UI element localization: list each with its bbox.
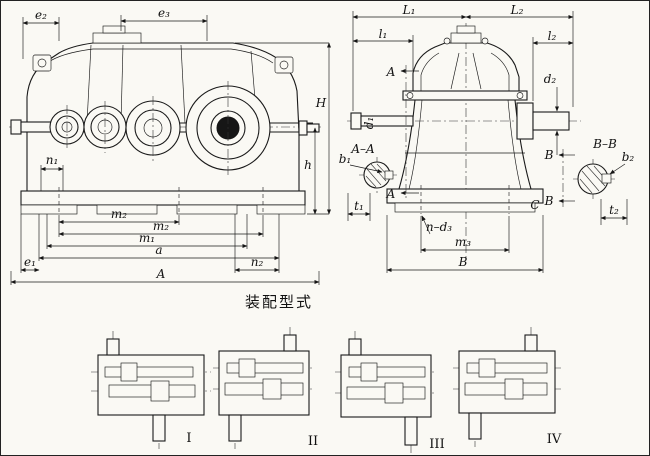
bearing-boss <box>516 102 534 140</box>
output-shaft-collar <box>298 120 308 136</box>
section-b-top-label: B <box>544 148 554 162</box>
cap-outline <box>412 42 520 91</box>
dim-label-n2: n₂ <box>251 255 264 269</box>
variant-1-top-shaft <box>106 338 120 356</box>
bolt-callout-label: n–d₃ <box>426 220 452 234</box>
dim-label-d2: d₂ <box>544 72 557 86</box>
section-aa-detail: A–A b₁ t₁ <box>339 142 397 221</box>
variant-1-label: I <box>186 431 191 446</box>
front-view: e₂ e₃ H h n₁ m₂ m₂ m₁ a e₁ n₂ A <box>9 6 332 285</box>
input-shaft-nut-side <box>350 112 362 130</box>
dim-label-m2-upper: m₂ <box>111 207 127 221</box>
base-flange <box>20 190 306 206</box>
dim-label-t2: t₂ <box>609 203 619 217</box>
dim-label-L1: L₁ <box>402 3 416 17</box>
variant-2: II <box>213 327 318 449</box>
variant-1-bottom-shaft <box>152 414 166 442</box>
dim-label-a: a <box>155 243 162 257</box>
variant-4: IV <box>453 327 562 447</box>
variant-4-label: IV <box>547 432 562 447</box>
variant-3: III <box>335 331 445 453</box>
input-shaft-nut <box>10 119 22 135</box>
assembly-caption: 装配型式 <box>245 293 313 311</box>
variant-4-bottom-shaft <box>468 412 482 440</box>
dim-label-B: B <box>458 255 468 269</box>
variant-2-label: II <box>308 434 318 449</box>
variant-2-bottom-shaft <box>228 414 242 442</box>
dim-label-b2: b₂ <box>622 150 635 164</box>
split-flange <box>402 90 528 101</box>
dim-label-t1: t₁ <box>354 199 364 213</box>
section-a-bottom-label: A <box>386 187 396 201</box>
section-aa-title: A–A <box>350 142 375 156</box>
output-shaft <box>306 123 320 133</box>
dim-label-m1: m₁ <box>139 231 155 245</box>
section-bb-detail: B–B b₂ t₂ <box>573 137 634 225</box>
side-base-flange <box>386 188 544 204</box>
dim-label-L2: L₂ <box>510 3 524 17</box>
cap-top-boss <box>450 32 482 44</box>
dim-label-e3: e₃ <box>158 6 170 20</box>
housing-top-inner <box>46 48 274 64</box>
datum-c-label: C <box>530 198 539 212</box>
dim-label-l1: l₁ <box>379 27 388 41</box>
output-shaft-stub <box>532 111 570 131</box>
shaft-bores <box>49 85 271 171</box>
dim-label-e2: e₂ <box>35 8 47 22</box>
input-shaft-stub <box>360 115 414 127</box>
dim-label-d1: d₁ <box>362 117 376 130</box>
side-view: L₁ L₂ l₁ l₂ d₂ d₁ A A A–A b₁ <box>339 3 634 273</box>
inspection-cover <box>92 32 142 44</box>
section-bb-title: B–B <box>592 137 617 151</box>
keyway-aa <box>384 170 394 180</box>
dim-label-m3: m₃ <box>455 235 471 249</box>
dim-label-h: h <box>304 158 312 172</box>
section-b-bottom-label: B <box>544 194 554 208</box>
dim-label-A: A <box>156 267 166 281</box>
vent-plug <box>102 25 126 34</box>
cap-bolt-left-icon <box>443 37 451 45</box>
variant-3-label: III <box>429 437 444 452</box>
dim-label-b1: b₁ <box>339 152 352 166</box>
variant-1: I <box>91 331 211 449</box>
dim-label-n1: n₁ <box>46 153 59 167</box>
variant-4-top-shaft <box>524 334 538 352</box>
keyway-bb <box>601 173 612 184</box>
lug-bolt-left-icon <box>37 58 47 68</box>
dim-label-e1: e₁ <box>24 255 36 269</box>
lug-bolt-right-icon <box>279 60 289 70</box>
variant-2-top-shaft <box>283 334 297 352</box>
dim-label-l2: l₂ <box>548 29 557 43</box>
variant-3-top-shaft <box>348 338 362 356</box>
dim-label-m2-lower: m₂ <box>153 219 169 233</box>
section-a-top-label: A <box>386 65 396 79</box>
cap-bolt-right-icon <box>481 37 489 45</box>
input-shaft <box>20 121 52 133</box>
dim-label-H: H <box>315 96 327 110</box>
variant-3-bottom-shaft <box>404 416 418 446</box>
